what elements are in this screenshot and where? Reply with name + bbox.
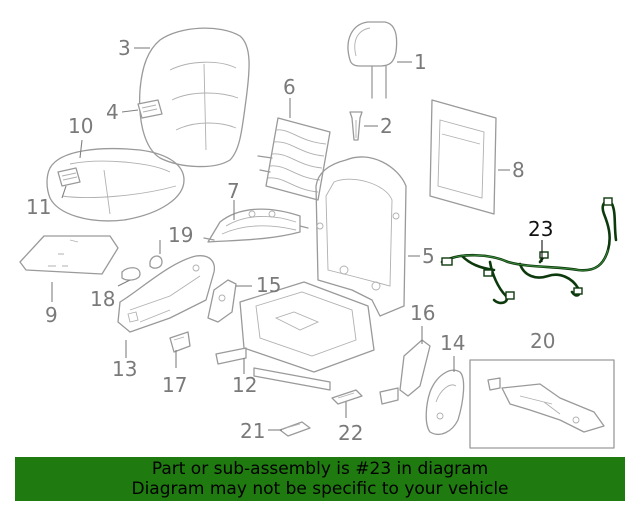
callout-22: 22 bbox=[338, 421, 363, 445]
part-17-switch[interactable] bbox=[169, 331, 191, 353]
banner-line-1: Part or sub-assembly is #23 in diagram bbox=[151, 459, 489, 479]
part-19-knob[interactable] bbox=[149, 255, 163, 269]
callout-14: 14 bbox=[440, 331, 465, 355]
part-13-side-shield[interactable] bbox=[117, 255, 216, 333]
part-4-seatback-label[interactable] bbox=[137, 99, 163, 119]
banner-line-2: Diagram may not be specific to your vehi… bbox=[131, 479, 509, 499]
part-5-seatback-frame[interactable] bbox=[315, 156, 407, 317]
callout-23: 23 bbox=[528, 217, 553, 241]
callout-19: 19 bbox=[168, 223, 193, 247]
part-3-seatback-cover[interactable] bbox=[138, 27, 250, 168]
part-10-cushion-cover[interactable] bbox=[46, 147, 185, 222]
part-7-cushion-spring[interactable] bbox=[203, 208, 309, 243]
info-banner: Part or sub-assembly is #23 in diagram D… bbox=[15, 457, 625, 501]
callout-21: 21 bbox=[240, 419, 265, 443]
callout-18: 18 bbox=[90, 287, 115, 311]
callout-16: 16 bbox=[410, 301, 435, 325]
callout-5: 5 bbox=[422, 244, 435, 268]
callout-4: 4 bbox=[106, 100, 119, 124]
part-6-seatback-spring[interactable] bbox=[257, 117, 331, 201]
part-22-clip[interactable] bbox=[331, 389, 363, 405]
callout-10: 10 bbox=[68, 114, 93, 138]
part-23-wire-harness[interactable] bbox=[440, 197, 618, 305]
callout-12: 12 bbox=[232, 373, 257, 397]
callout-3: 3 bbox=[118, 36, 131, 60]
part-20-detail-box[interactable] bbox=[469, 359, 615, 449]
callout-13: 13 bbox=[112, 357, 137, 381]
part-18-knob[interactable] bbox=[121, 267, 141, 281]
part-1-headrest[interactable] bbox=[347, 21, 398, 99]
part-8-back-board[interactable] bbox=[429, 99, 497, 215]
part-9-cushion-sheet[interactable] bbox=[19, 235, 119, 275]
callout-9: 9 bbox=[45, 303, 58, 327]
callout-8: 8 bbox=[512, 158, 525, 182]
callout-11: 11 bbox=[26, 195, 51, 219]
callout-6: 6 bbox=[283, 75, 296, 99]
part-16-side-trim[interactable] bbox=[379, 339, 431, 405]
part-2-headrest-guide[interactable] bbox=[349, 111, 363, 141]
part-15-bracket[interactable] bbox=[207, 279, 237, 323]
callout-17: 17 bbox=[162, 373, 187, 397]
part-14-side-cover[interactable] bbox=[425, 369, 465, 435]
callout-15: 15 bbox=[256, 273, 281, 297]
part-12-cushion-frame[interactable] bbox=[215, 281, 375, 391]
leader-lines bbox=[51, 47, 543, 431]
part-11-cushion-label[interactable] bbox=[57, 167, 81, 187]
callout-20: 20 bbox=[530, 329, 555, 353]
callout-7: 7 bbox=[227, 179, 240, 203]
callout-2: 2 bbox=[380, 114, 393, 138]
callout-1: 1 bbox=[414, 50, 427, 74]
part-21-clip[interactable] bbox=[279, 421, 311, 437]
callout-labels: 1 2 3 4 5 6 7 8 9 10 11 12 13 14 15 16 1… bbox=[26, 36, 555, 445]
